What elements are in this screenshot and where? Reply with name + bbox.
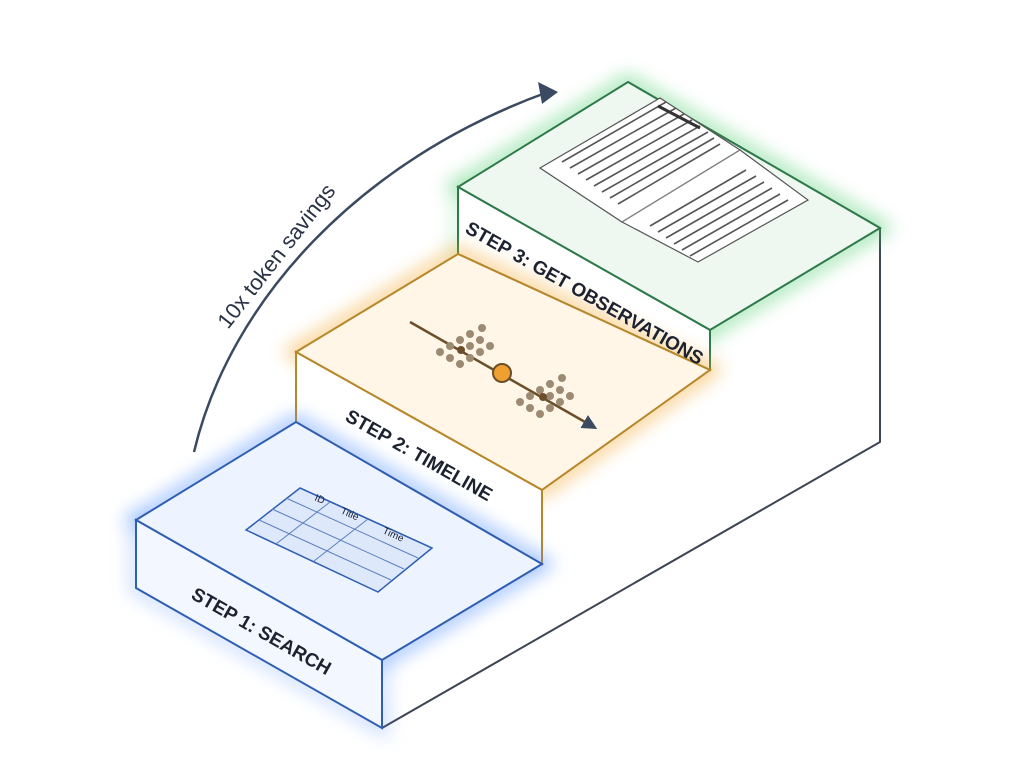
timeline-dot-cluster-right (516, 374, 574, 418)
timeline-dot-cluster-left (436, 324, 494, 368)
timeline-current-marker (492, 363, 512, 383)
token-savings-label: 10x token savings (212, 179, 340, 333)
token-savings-arrow (192, 82, 558, 453)
document-icon (538, 97, 810, 263)
table-header-id: ID (313, 493, 327, 507)
timeline-icon (409, 320, 598, 429)
search-table-icon: ID Title Time (244, 487, 434, 593)
